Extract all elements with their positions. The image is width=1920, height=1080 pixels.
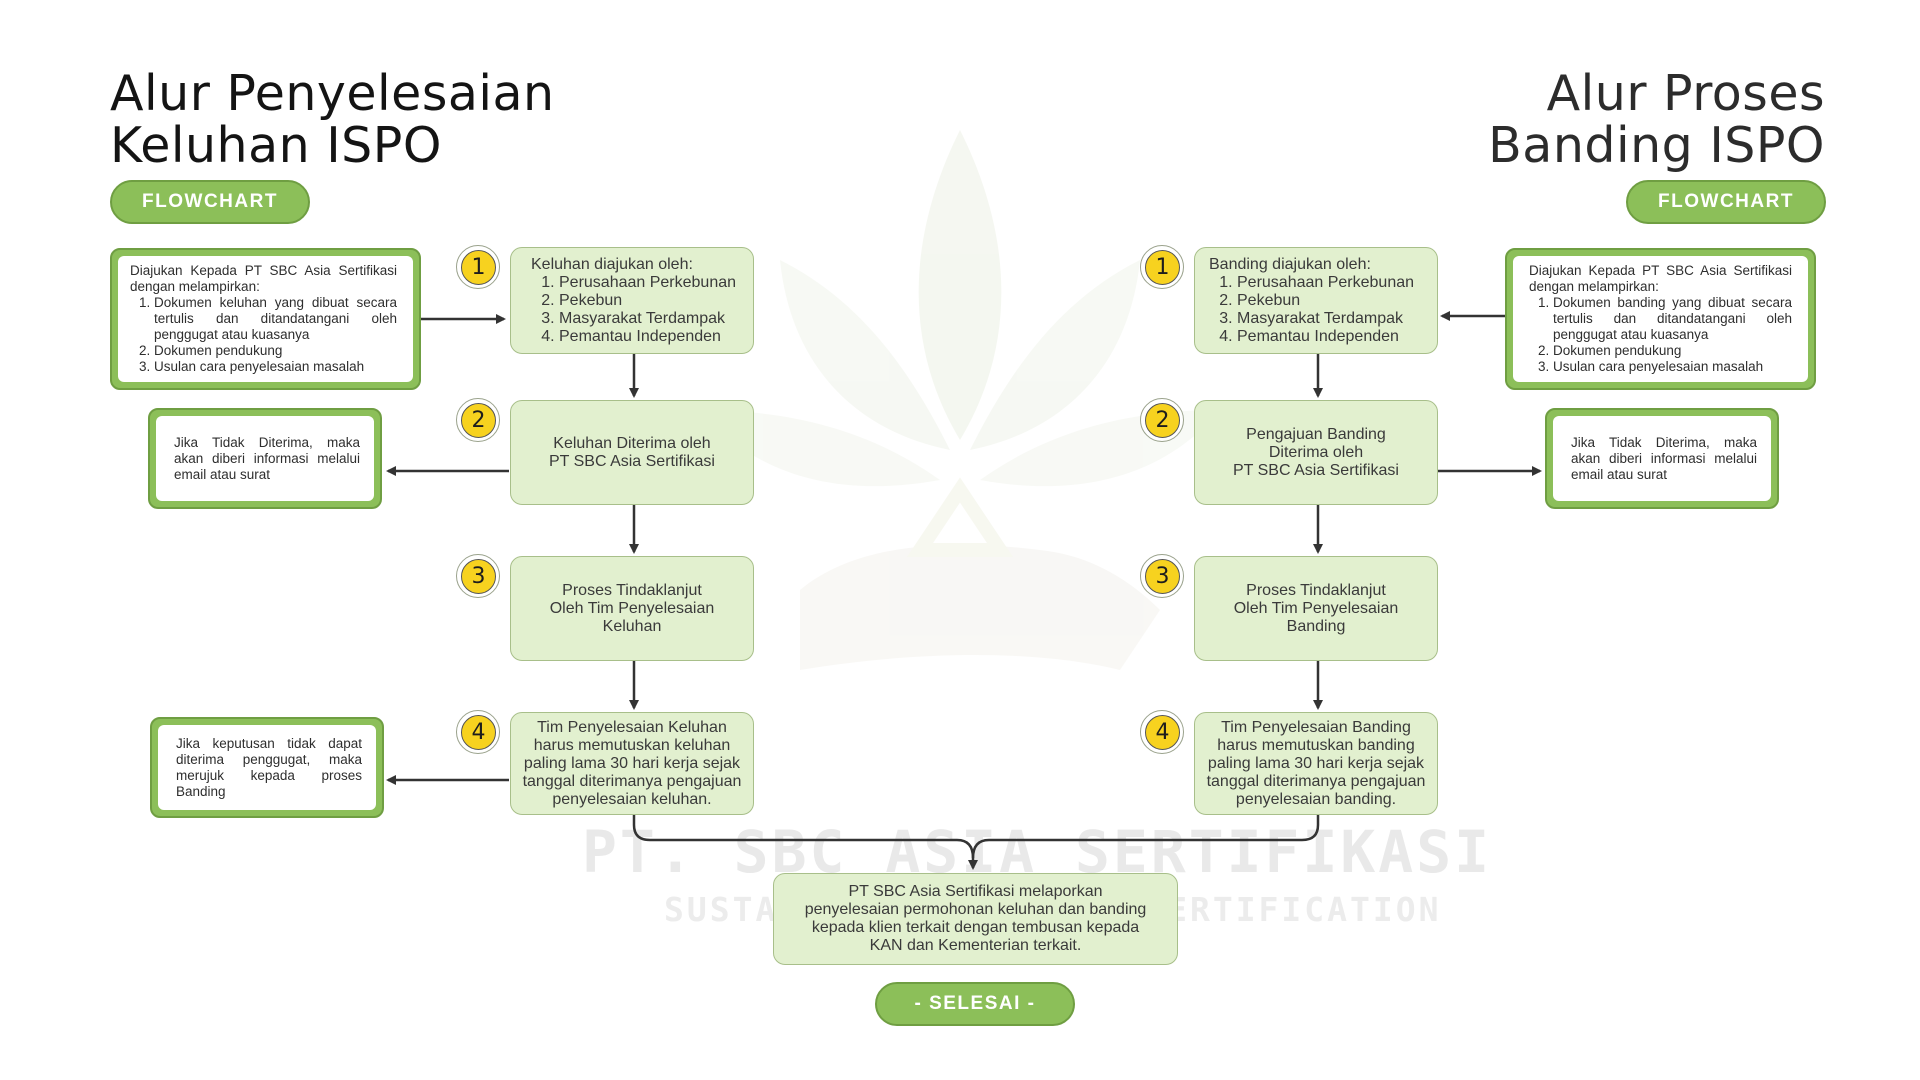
step-line: PT SBC Asia Sertifikasi (549, 452, 715, 470)
right-step-1-number: 1 (1140, 245, 1184, 289)
list-item: Pemantau Independen (559, 328, 736, 346)
right-title-line1: Alur Proses (1546, 65, 1825, 122)
left-step-3-number: 3 (456, 554, 500, 598)
step-line: PT SBC Asia Sertifikasi (1233, 461, 1399, 479)
left-step-4: Tim Penyelesaian Keluhan harus memutuska… (510, 712, 754, 815)
right-step-4-number: 4 (1140, 710, 1184, 754)
right-step-4: Tim Penyelesaian Banding harus memutuska… (1194, 712, 1438, 815)
step-line: tanggal diterimanya pengajuan (522, 772, 742, 790)
left-step-1: Keluhan diajukan oleh: Perusahaan Perkeb… (510, 247, 754, 354)
step-line: penyelesaian permohonan keluhan dan band… (804, 901, 1147, 918)
list-item: Masyarakat Terdampak (559, 310, 736, 328)
right-attachments-note: Diajukan Kepada PT SBC Asia Sertifikasi … (1505, 248, 1816, 390)
step-line: harus memutuskan keluhan (533, 736, 731, 754)
list-item: Perusahaan Perkebunan (1237, 274, 1414, 292)
step-line: kepada klien terkait dengan tembusan kep… (811, 919, 1140, 936)
step-line: Keluhan (602, 617, 662, 635)
left-step-4-number: 4 (456, 710, 500, 754)
step-heading: Keluhan diajukan oleh: (531, 255, 693, 273)
step-line: paling lama 30 hari kerja sejak (523, 754, 741, 772)
step-line: Proses Tindaklanjut (562, 581, 702, 599)
step-line: penyelesaian banding. (1235, 790, 1397, 808)
note-intro: Diajukan Kepada PT SBC Asia Sertifikasi … (1529, 263, 1792, 294)
attachments-list: Dokumen banding yang dibuat secara tertu… (1529, 295, 1792, 375)
list-item: Dokumen keluhan yang dibuat secara tertu… (154, 295, 397, 343)
right-step-3: Proses Tindaklanjut Oleh Tim Penyelesaia… (1194, 556, 1438, 661)
list-item: Usulan cara penyelesaian masalah (154, 359, 397, 375)
right-step-1: Banding diajukan oleh: Perusahaan Perkeb… (1194, 247, 1438, 354)
left-flowchart-badge: FLOWCHART (110, 180, 310, 224)
right-step-3-number: 3 (1140, 554, 1184, 598)
step-line: tanggal diterimanya pengajuan (1206, 772, 1426, 790)
step-line: Banding (1286, 617, 1346, 635)
right-step-2: Pengajuan Banding Diterima oleh PT SBC A… (1194, 400, 1438, 505)
step-line: harus memutuskan banding (1217, 736, 1415, 754)
right-title: Alur Proses Banding ISPO (1488, 68, 1825, 172)
step-line: KAN dan Kementerian terkait. (869, 937, 1082, 954)
left-step-2: Keluhan Diterima oleh PT SBC Asia Sertif… (510, 400, 754, 505)
right-step-2-number: 2 (1140, 398, 1184, 442)
left-step-2-number: 2 (456, 398, 500, 442)
list-item: Masyarakat Terdampak (1237, 310, 1414, 328)
end-badge: - SELESAI - (875, 982, 1075, 1026)
left-title: Alur Penyelesaian Keluhan ISPO (110, 68, 555, 172)
step-line: PT SBC Asia Sertifikasi melaporkan (848, 883, 1103, 900)
right-title-line2: Banding ISPO (1488, 117, 1825, 174)
step-heading: Banding diajukan oleh: (1209, 255, 1371, 273)
attachments-list: Dokumen keluhan yang dibuat secara tertu… (130, 295, 397, 375)
final-report-step: PT SBC Asia Sertifikasi melaporkan penye… (773, 873, 1178, 965)
left-appeal-note: Jika keputusan tidak dapat diterima peng… (150, 717, 384, 818)
step-line: Tim Penyelesaian Banding (1221, 718, 1411, 736)
left-title-line2: Keluhan ISPO (110, 117, 442, 174)
step-line: penyelesaian keluhan. (552, 790, 712, 808)
left-step-1-number: 1 (456, 245, 500, 289)
list-item: Dokumen banding yang dibuat secara tertu… (1553, 295, 1792, 343)
submitters-list: Perusahaan Perkebunan Pekebun Masyarakat… (531, 274, 736, 346)
submitters-list: Perusahaan Perkebunan Pekebun Masyarakat… (1209, 274, 1414, 346)
list-item: Dokumen pendukung (1553, 343, 1792, 359)
list-item: Pemantau Independen (1237, 328, 1414, 346)
step-line: Pengajuan Banding (1246, 425, 1386, 443)
list-item: Pekebun (1237, 292, 1414, 310)
list-item: Usulan cara penyelesaian masalah (1553, 359, 1792, 375)
list-item: Pekebun (559, 292, 736, 310)
left-attachments-note: Diajukan Kepada PT SBC Asia Sertifikasi … (110, 248, 421, 390)
step-line: Proses Tindaklanjut (1246, 581, 1386, 599)
step-line: Tim Penyelesaian Keluhan (537, 718, 727, 736)
step-line: Oleh Tim Penyelesaian (549, 599, 715, 617)
step-line: paling lama 30 hari kerja sejak (1207, 754, 1425, 772)
left-title-line1: Alur Penyelesaian (110, 65, 555, 122)
right-flowchart-badge: FLOWCHART (1626, 180, 1826, 224)
left-rejected-note: Jika Tidak Diterima, maka akan diberi in… (148, 408, 382, 509)
list-item: Dokumen pendukung (154, 343, 397, 359)
step-line: Diterima oleh (1268, 443, 1364, 461)
note-intro: Diajukan Kepada PT SBC Asia Sertifikasi … (130, 263, 397, 294)
step-line: Oleh Tim Penyelesaian (1233, 599, 1399, 617)
left-step-3: Proses Tindaklanjut Oleh Tim Penyelesaia… (510, 556, 754, 661)
step-line: Keluhan Diterima oleh (553, 434, 711, 452)
right-rejected-note: Jika Tidak Diterima, maka akan diberi in… (1545, 408, 1779, 509)
list-item: Perusahaan Perkebunan (559, 274, 736, 292)
